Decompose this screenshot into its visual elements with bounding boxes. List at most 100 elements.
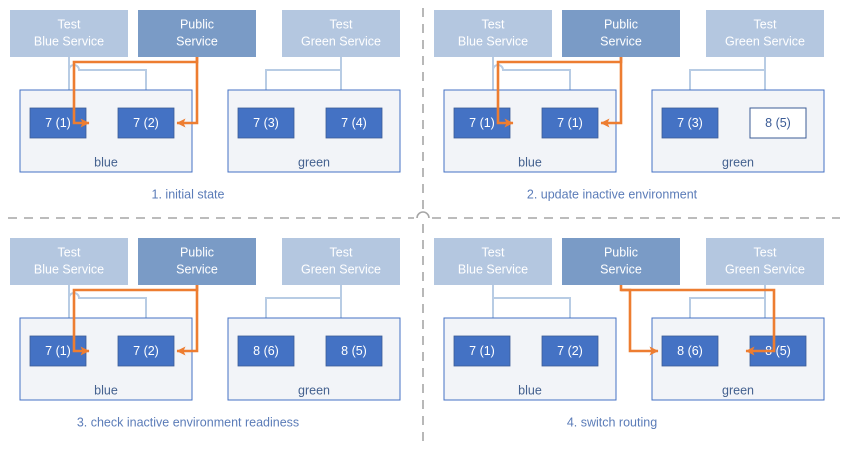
panel-1-test-green-service-label-line1: Test [330,17,353,31]
panel-2-blue-instance-1-label: 7 (1) [469,116,495,130]
panel-3-green-instance-1-label: 8 (6) [253,344,279,358]
panel-4-test-blue-service-label-line2: Blue Service [458,262,528,276]
panel-2-public-service-label-line2: Service [600,34,642,48]
panel-2-caption: 2. update inactive environment [527,187,698,201]
panel-2-test-green-service-label-line2: Green Service [725,34,805,48]
panel-3-public-service-label-line1: Public [180,245,214,259]
panel-4-env-green: green 8 (6) 8 (5) [651,317,825,401]
panel-4-public-to-green-inst2 [621,288,776,356]
panel-1-test-blue-service-label-line2: Blue Service [34,34,104,48]
panel-2-test-blue-service-label-line2: Blue Service [458,34,528,48]
panel-1-public-to-blue-inst2 [176,57,199,128]
panel-2-env-blue-label: blue [518,155,542,169]
panel-2-env-blue: blue 7 (1) 7 (1) [443,89,617,173]
panel-3-public-to-blue-inst2 [176,285,199,356]
panel-1-test-green-service-label-line2: Green Service [301,34,381,48]
panel-3-public-service-box [138,238,256,285]
panel-4-green-instance-1-label: 8 (6) [677,344,703,358]
panel-1-public-service-label-line1: Public [180,17,214,31]
panel-2-green-instance-2-box [749,107,807,139]
panel-1-caption: 1. initial state [152,187,225,201]
panel-4-test-green-service-label-line1: Test [754,245,777,259]
panel-2-test-green-to-inst1 [685,57,766,107]
panel-4-test-blue-to-inst2 [492,285,575,335]
panel-3-public-service-label-line2: Service [176,262,218,276]
panel-1-env-green: green 7 (3) 7 (4) [227,89,401,173]
panel-1-public-service-box [138,10,256,57]
panel-2-env-green-label: green [722,155,754,169]
panel-4-blue-instance-2-box [541,335,599,367]
panel-dividers [8,8,840,448]
panel-2-green-instance-1-box [661,107,719,139]
panel-2-blue-instance-2-box [541,107,599,139]
panel-4-blue-instance-2-label: 7 (2) [557,344,583,358]
panel-2-public-service-box [562,10,680,57]
panel-4-green-instance-1-box [661,335,719,367]
panel-4-test-blue-service-label-line1: Test [482,245,505,259]
panel-3-env-blue-label: blue [94,383,118,397]
panel-2-test-blue-service-label-line1: Test [482,17,505,31]
panel-1-env-blue: blue 7 (1) 7 (2) [19,89,193,173]
panel-4-test-green-service-box [706,238,824,285]
panel-4-env-blue-label: blue [518,383,542,397]
panel-3-env-green-label: green [298,383,330,397]
panel-4-blue-instance-1-label: 7 (1) [469,344,495,358]
panel-3-test-blue-service-box [10,238,128,285]
panel-1-env-green-label: green [298,155,330,169]
panel-3-blue-instance-2-box [117,335,175,367]
panel-2-green-instance-1-label: 7 (3) [677,116,703,130]
panel-4-env-blue: blue 7 (1) 7 (2) [443,317,617,401]
panel-3-green-instance-2-label: 8 (5) [341,344,367,358]
panel-2-public-to-blue-inst2 [600,57,623,128]
panel-1-test-green-service-box [282,10,400,57]
panel-2-test-blue-service-box [434,10,552,57]
panel-1-test-blue-service-box [10,10,128,57]
panel-2-test-green-service-box [706,10,824,57]
panel-1-env-blue-label: blue [94,155,118,169]
panel-4-env-green-label: green [722,383,754,397]
panel-2-blue-instance-2-label: 7 (1) [557,116,583,130]
panel-1-public-service-label-line2: Service [176,34,218,48]
panel-3-test-blue-service-label-line2: Blue Service [34,262,104,276]
panel-2-green-instance-2-label: 8 (5) [765,116,791,130]
panel-3-test-green-to-inst1 [261,285,342,335]
panel-3-test-green-service-label-line2: Green Service [301,262,381,276]
panel-4-blue-instance-1-box [453,335,511,367]
panel-2-env-green: green 7 (3) 8 (5) [651,89,825,173]
panel-2-test-green-service-label-line1: Test [754,17,777,31]
panel-3-test-green-service-box [282,238,400,285]
panel-1-blue-instance-2-box [117,107,175,139]
panel-4-public-service-label-line1: Public [604,245,638,259]
panel-3-test-blue-service-label-line1: Test [58,245,81,259]
panel-3-test-green-service-label-line1: Test [330,245,353,259]
panel-1-test-green-to-inst1 [261,57,342,107]
panel-4-caption: 4. switch routing [567,415,657,429]
panel-3-blue-instance-2-label: 7 (2) [133,344,159,358]
panel-4-public-service-label-line2: Service [600,262,642,276]
panel-1-green-instance-2-label: 7 (4) [341,116,367,130]
panel-2-public-service-label-line1: Public [604,17,638,31]
panel-4-test-green-to-inst1 [685,285,766,335]
panel-4-test-blue-service-box [434,238,552,285]
panel-4-green-instance-2-label: 8 (5) [765,344,791,358]
panel-4-test-green-service-label-line2: Green Service [725,262,805,276]
divider-crossing-hop [416,211,430,219]
panel-3-green-instance-1-box [237,335,295,367]
panel-1-green-instance-2-box [325,107,383,139]
panel-1-green-instance-1-label: 7 (3) [253,116,279,130]
panel-4-public-service-box [562,238,680,285]
panel-3-green-instance-2-box [325,335,383,367]
panel-1-test-blue-service-label-line1: Test [58,17,81,31]
panel-1-blue-instance-2-label: 7 (2) [133,116,159,130]
panel-3-caption: 3. check inactive environment readiness [77,415,299,429]
panel-1-blue-instance-1-label: 7 (1) [45,116,71,130]
panel-1-green-instance-1-box [237,107,295,139]
panel-3-env-green: green 8 (6) 8 (5) [227,317,401,401]
